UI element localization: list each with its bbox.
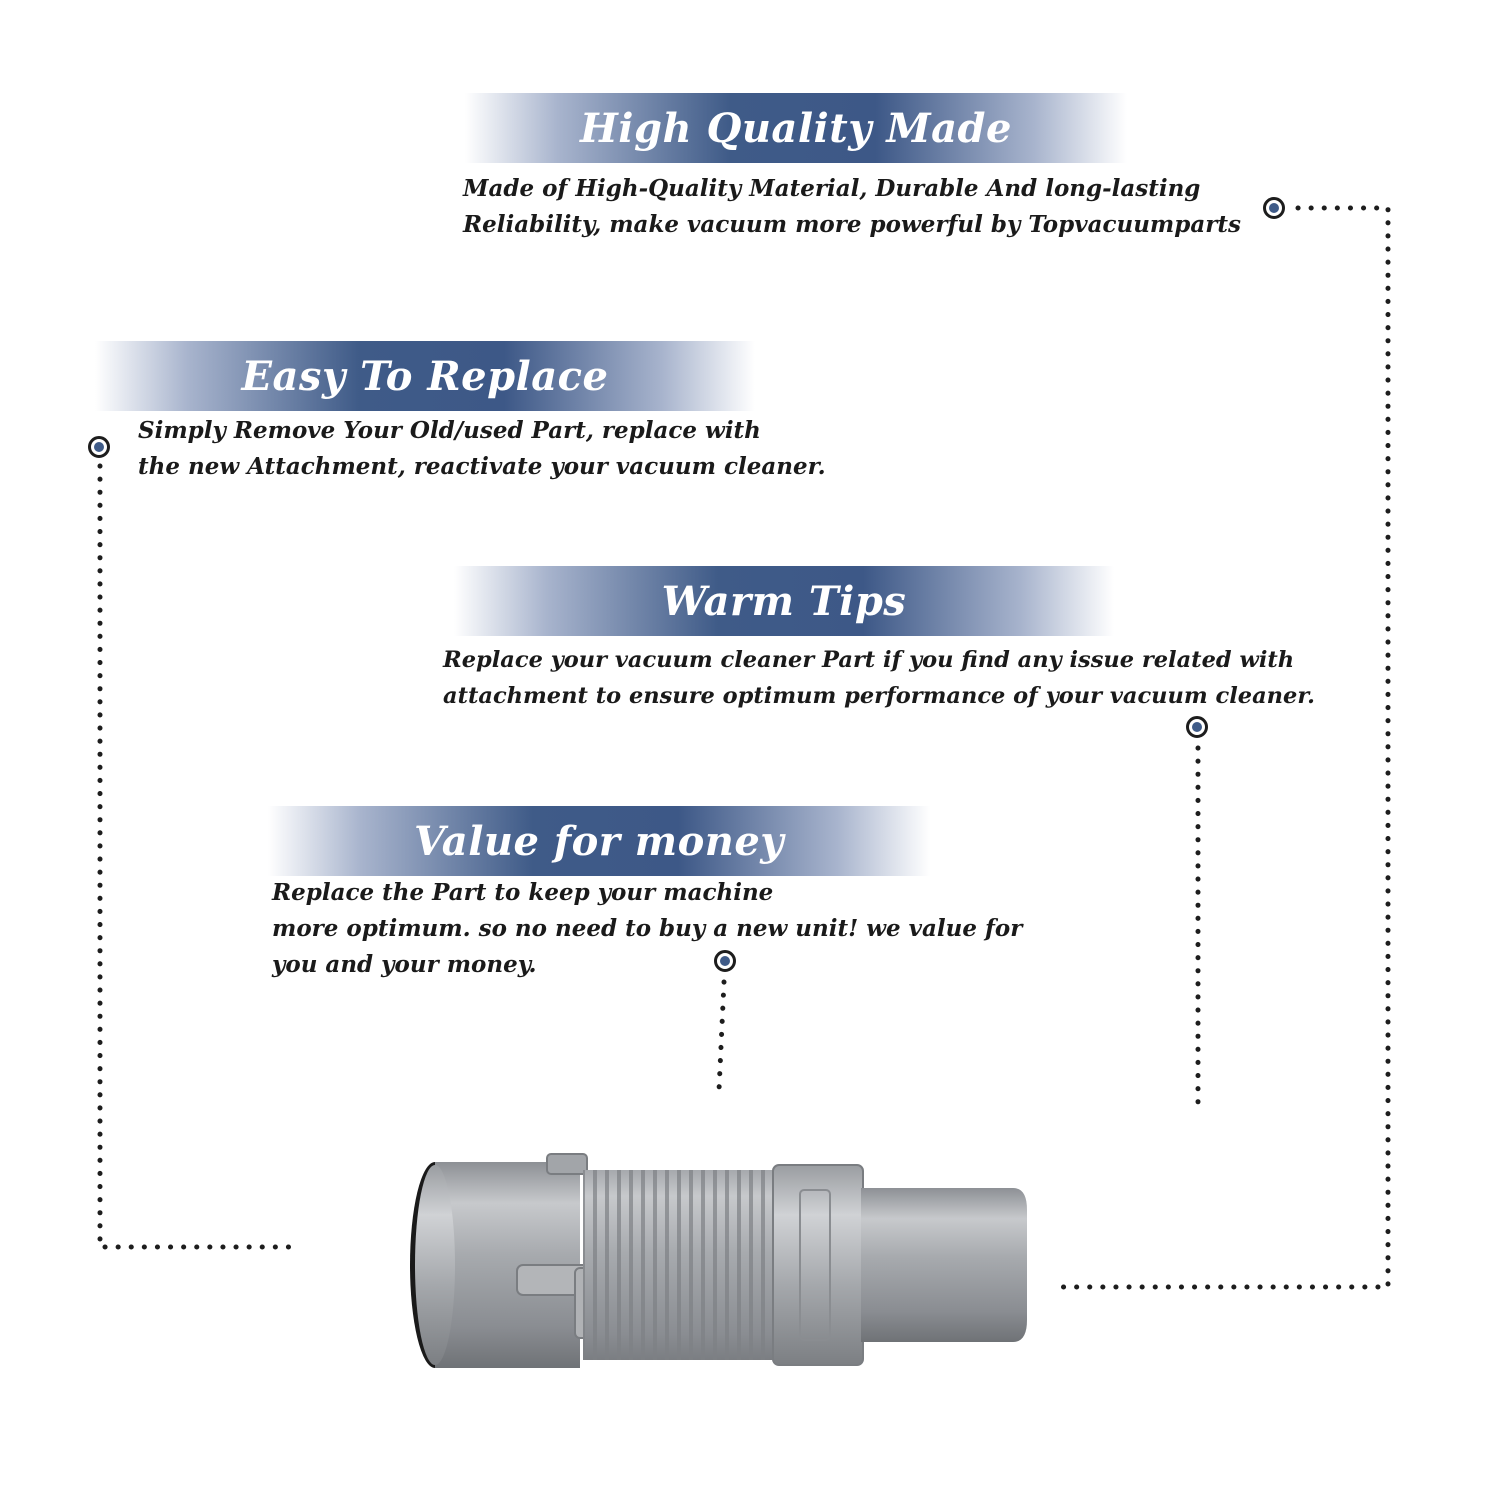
vacuum-hose-attachment-image <box>410 1153 1027 1368</box>
banner-value-money: Value for money <box>268 806 930 876</box>
desc-line: attachment to ensure optimum performance… <box>443 683 1315 709</box>
bullet-dot-icon <box>1263 197 1285 219</box>
desc-line: Replace your vacuum cleaner Part if you … <box>443 647 1295 673</box>
desc-line: you and your money. <box>272 951 537 978</box>
title-value-money: Value for money <box>413 817 785 865</box>
banner-easy-replace: Easy To Replace <box>95 341 755 411</box>
title-warm-tips: Warm Tips <box>661 577 907 625</box>
connector-easy-replace <box>97 463 301 1250</box>
banner-warm-tips: Warm Tips <box>454 566 1114 636</box>
bullet-dot-icon <box>1186 716 1208 738</box>
desc-value-money: Replace the Part to keep your machine mo… <box>272 875 1022 983</box>
connector-high-quality <box>1052 205 1391 1290</box>
desc-line: Simply Remove Your Old/used Part, replac… <box>138 417 761 444</box>
title-easy-replace: Easy To Replace <box>241 352 609 400</box>
desc-high-quality: Made of High-Quality Material, Durable A… <box>463 171 1241 243</box>
desc-warm-tips: Replace your vacuum cleaner Part if you … <box>443 642 1315 714</box>
desc-line: more optimum. so no need to buy a new un… <box>272 915 1023 942</box>
desc-line: the new Attachment, reactivate your vacu… <box>138 453 826 480</box>
desc-line: Replace the Part to keep your machine <box>272 879 774 906</box>
bullet-dot-icon <box>714 950 736 972</box>
banner-high-quality: High Quality Made <box>465 93 1127 163</box>
bullet-dot-icon <box>88 436 110 458</box>
title-high-quality: High Quality Made <box>580 104 1012 152</box>
desc-line: Made of High-Quality Material, Durable A… <box>463 175 1201 202</box>
desc-easy-replace: Simply Remove Your Old/used Part, replac… <box>138 413 826 485</box>
desc-line: Reliability, make vacuum more powerful b… <box>463 211 1241 238</box>
connector-value <box>716 979 727 1093</box>
